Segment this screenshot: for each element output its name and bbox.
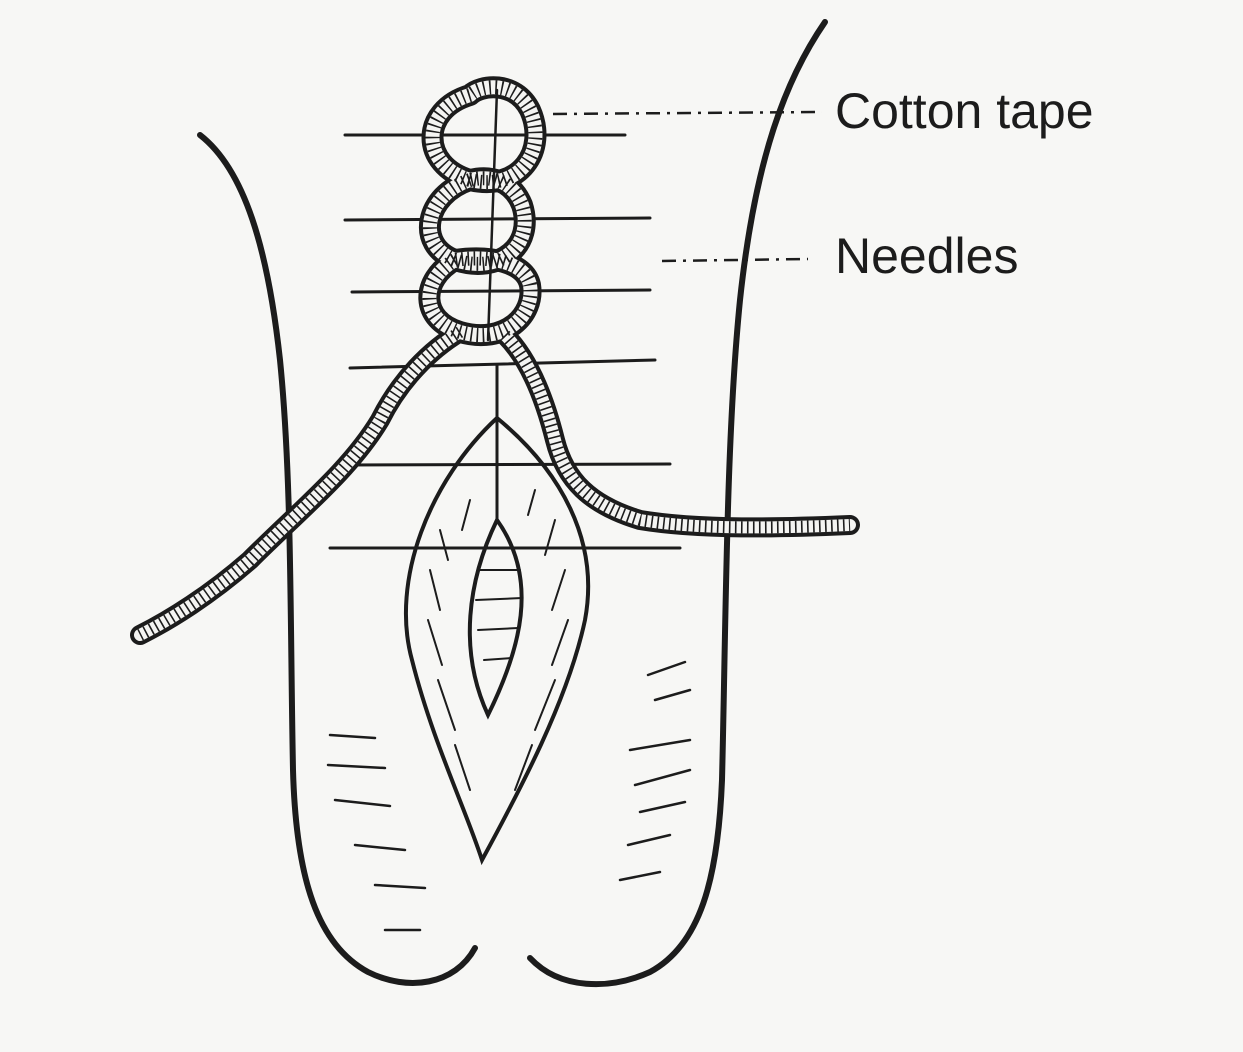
labia-shading — [427, 489, 569, 791]
body-outline — [197, 19, 828, 988]
tape-center-stitch — [486, 88, 499, 342]
leader-lines — [552, 110, 823, 263]
needle-4 — [348, 358, 657, 370]
needles — [328, 133, 682, 550]
skin-shading — [326, 660, 692, 932]
vulva — [403, 363, 591, 866]
needle-2 — [343, 216, 652, 222]
cotton-tape-leader — [552, 110, 823, 116]
left-outline — [197, 132, 478, 986]
needle-3 — [350, 288, 652, 294]
needle-5 — [343, 462, 672, 467]
cotton-tape-label: Cotton tape — [835, 83, 1094, 139]
introitus — [467, 516, 524, 720]
right-outline — [527, 19, 828, 988]
vulva-outer — [403, 415, 591, 866]
needles-label: Needles — [835, 228, 1019, 284]
cotton-tape — [130, 76, 860, 645]
needles-leader — [661, 257, 809, 263]
